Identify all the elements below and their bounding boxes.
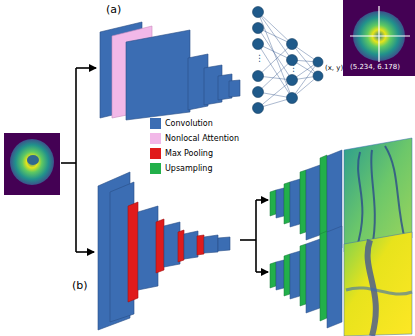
legend-text: Nonlocal Attention: [165, 134, 239, 143]
input-image: [4, 133, 60, 195]
legend-row: Max Pooling: [150, 146, 239, 161]
panel-label: (b): [72, 280, 88, 291]
layer-stack-a: [100, 22, 240, 120]
coordinate-label: (5.234, 6.178): [350, 64, 400, 71]
legend-text: Convolution: [165, 119, 213, 128]
ellipsis-mark: ⋮: [289, 64, 298, 73]
legend-swatch: [150, 148, 161, 159]
decoder-stack-bottom: [270, 226, 412, 336]
ellipsis-mark: ⋮: [255, 54, 264, 63]
legend-row: Upsampling: [150, 161, 239, 176]
coordinate-label: (x, y): [325, 65, 343, 72]
legend-swatch: [150, 163, 161, 174]
dense-network: [253, 7, 324, 114]
encoder-stack: [98, 172, 230, 330]
legend-swatch: [150, 133, 161, 144]
legend-text: Max Pooling: [165, 149, 213, 158]
panel-label: (a): [106, 4, 121, 15]
legend-row: Convolution: [150, 116, 239, 131]
legend-row: Nonlocal Attention: [150, 131, 239, 146]
legend: ConvolutionNonlocal AttentionMax Pooling…: [150, 116, 239, 176]
legend-swatch: [150, 118, 161, 129]
legend-text: Upsampling: [165, 164, 212, 173]
prediction-image: [343, 0, 415, 76]
